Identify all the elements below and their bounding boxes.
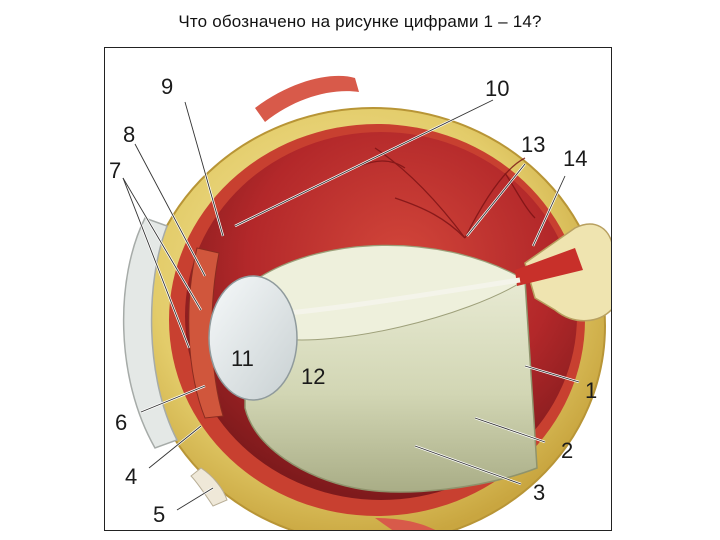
label-9: 9 [161, 74, 174, 99]
label-14: 14 [563, 146, 588, 171]
label-8: 8 [123, 122, 136, 147]
label-7: 7 [109, 158, 122, 183]
label-1: 1 [585, 378, 598, 403]
pointer-lines-dark [122, 99, 580, 511]
label-13: 13 [521, 132, 546, 157]
cornea [122, 217, 179, 449]
page-title: Что обозначено на рисунке цифрами 1 – 14… [178, 12, 542, 31]
optic-nerve-core [515, 248, 583, 286]
ciliary-body [188, 247, 224, 419]
label-10: 10 [485, 76, 510, 101]
eyelid-fold [190, 467, 228, 507]
label-6: 6 [115, 410, 128, 435]
label-2: 2 [561, 438, 574, 463]
label-5: 5 [153, 502, 166, 527]
label-3: 3 [533, 480, 546, 505]
label-4: 4 [125, 464, 138, 489]
inferior-muscle [375, 518, 436, 530]
eye-illustration [121, 75, 611, 530]
label-12: 12 [301, 364, 326, 389]
eye-diagram-frame: 9 10 8 13 14 7 11 12 1 6 2 4 3 5 [104, 47, 612, 531]
lens [208, 275, 298, 401]
superior-muscle [255, 75, 359, 122]
label-11: 11 [231, 346, 254, 371]
retina-vessels [359, 147, 536, 239]
